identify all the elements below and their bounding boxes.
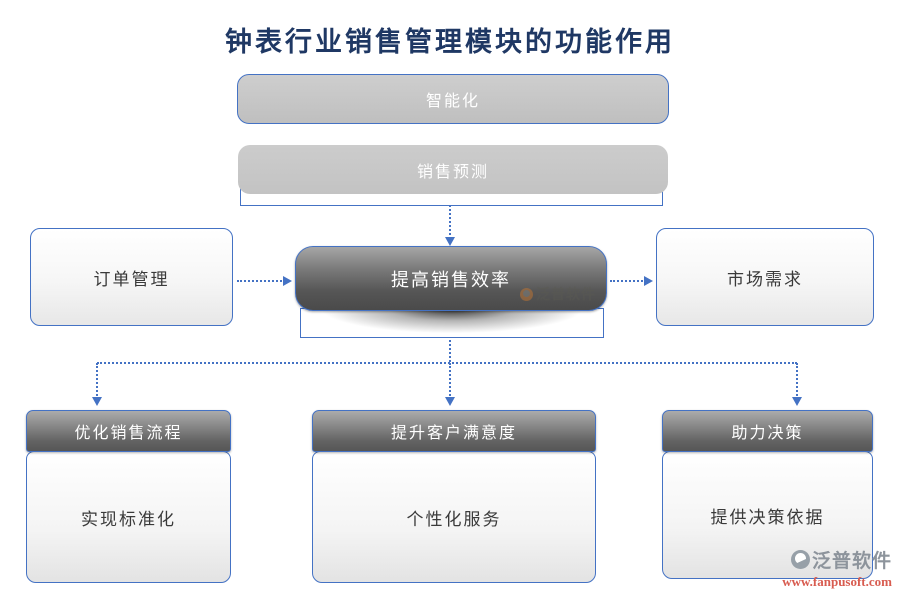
- group-decision-support-body: 提供决策依据: [662, 451, 873, 579]
- connector-forecast-to-center: [449, 205, 451, 239]
- connector-drop-middle: [449, 363, 451, 399]
- node-smart-label: 智能化: [425, 93, 480, 110]
- group-decision-support-header-label: 助力决策: [731, 425, 804, 442]
- group-optimize-process-body: 实现标准化: [26, 451, 231, 583]
- connector-drop-right: [796, 363, 798, 399]
- group-decision-support: 助力决策 提供决策依据: [662, 410, 873, 579]
- group-optimize-process: 优化销售流程 实现标准化: [26, 410, 231, 583]
- node-forecast-label: 销售预测: [416, 163, 489, 181]
- group-optimize-process-header-label: 优化销售流程: [74, 425, 183, 442]
- group-customer-satisfaction: 提升客户满意度 个性化服务: [312, 410, 596, 583]
- vendor-brand: 泛普软件: [811, 551, 892, 572]
- vendor-logo-icon: [790, 550, 810, 569]
- connector-drop-left: [96, 363, 98, 399]
- connector-branch-span: [97, 362, 797, 364]
- node-orders: 订单管理: [30, 228, 233, 326]
- arrowhead-right-icon: [644, 276, 653, 286]
- arrowhead-down-icon: [445, 397, 455, 406]
- group-optimize-process-header: 优化销售流程: [26, 410, 231, 452]
- node-market: 市场需求: [656, 228, 874, 326]
- node-center-label: 提高销售效率: [391, 269, 511, 290]
- group-customer-satisfaction-header-label: 提升客户满意度: [390, 425, 517, 442]
- group-optimize-process-body-label: 实现标准化: [81, 509, 176, 529]
- arrowhead-right-icon: [283, 276, 292, 286]
- node-forecast: 销售预测: [238, 145, 668, 194]
- vendor-url: www.fanpusoft.com: [782, 574, 892, 589]
- arrowhead-down-icon: [92, 397, 102, 406]
- group-decision-support-body-label: 提供决策依据: [710, 507, 825, 527]
- connector-center-stem: [449, 336, 451, 362]
- vendor-logo: 泛普软件 www.fanpusoft.com: [782, 546, 892, 590]
- node-center: 提高销售效率 泛普软件: [295, 246, 607, 311]
- page-title: 钟表行业销售管理模块的功能作用: [225, 27, 675, 57]
- node-market-label: 市场需求: [727, 269, 803, 289]
- node-smart: 智能化: [237, 74, 669, 124]
- group-customer-satisfaction-header: 提升客户满意度: [312, 410, 596, 452]
- connector-orders-to-center: [237, 280, 285, 282]
- arrowhead-down-icon: [792, 397, 802, 406]
- center-shadow-frame: [300, 308, 604, 338]
- group-decision-support-header: 助力决策: [662, 410, 873, 452]
- arrowhead-down-icon: [445, 237, 455, 246]
- group-customer-satisfaction-body-label: 个性化服务: [406, 509, 502, 529]
- connector-center-to-market: [610, 280, 646, 282]
- group-customer-satisfaction-body: 个性化服务: [312, 451, 596, 583]
- node-orders-label: 订单管理: [93, 269, 170, 289]
